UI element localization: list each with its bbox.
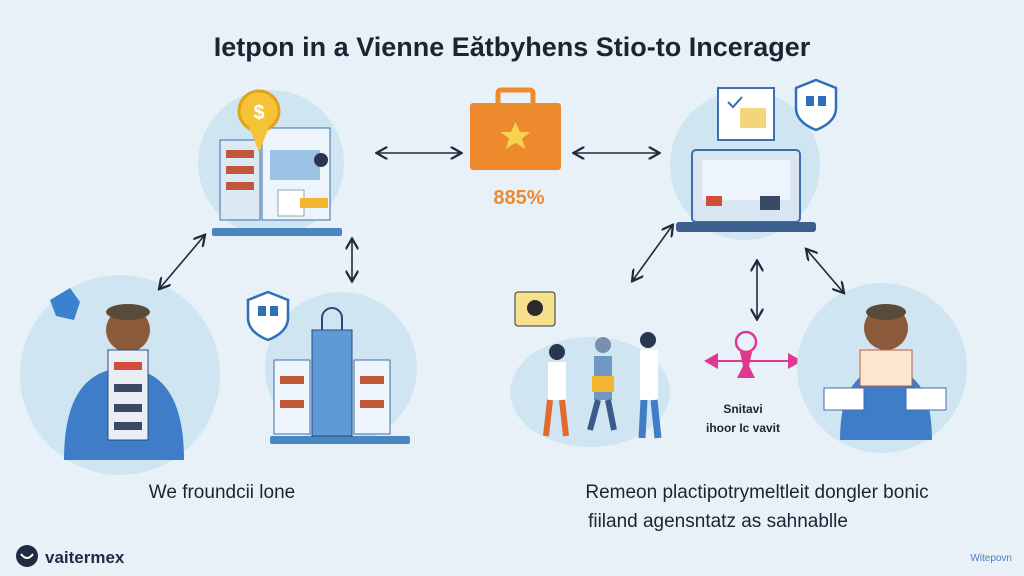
grid-badge-icon xyxy=(246,290,290,342)
node-person-document xyxy=(797,283,967,453)
percent-value: 885% xyxy=(493,187,544,209)
side-label-line2: ihoor Ic vavit xyxy=(706,421,780,435)
svg-text:$: $ xyxy=(253,102,264,124)
briefcase-star-icon xyxy=(470,87,561,170)
node-store: $ xyxy=(198,89,344,236)
grid-badge-icon xyxy=(794,78,838,132)
caption-right-line2: fiiland agensntatz as sahnablle xyxy=(588,511,848,532)
brand-name: vaitermex xyxy=(45,548,125,567)
node-computer xyxy=(670,87,820,240)
caption-left: We froundcii lone xyxy=(149,482,295,503)
page-title: Ietpon in a Vienne Eătbyhens Stio-to Inc… xyxy=(214,32,811,62)
node-people-exchange xyxy=(510,332,670,447)
hourglass-icon xyxy=(734,330,758,378)
caption-right-line1: Remeon plactipotrymeltleit dongler bonic xyxy=(585,482,928,503)
connector-arrows xyxy=(160,153,843,318)
chat-bubble-icon xyxy=(514,291,556,327)
footer-link[interactable]: Witepovn xyxy=(970,553,1012,564)
node-person-checklist xyxy=(20,275,220,475)
bird-icon xyxy=(50,288,80,320)
node-shelves xyxy=(265,292,417,444)
side-label-line1: Snitavi xyxy=(723,402,762,416)
dollar-pin-icon: $ xyxy=(237,89,281,152)
brand-logo: vaitermex xyxy=(16,545,125,567)
